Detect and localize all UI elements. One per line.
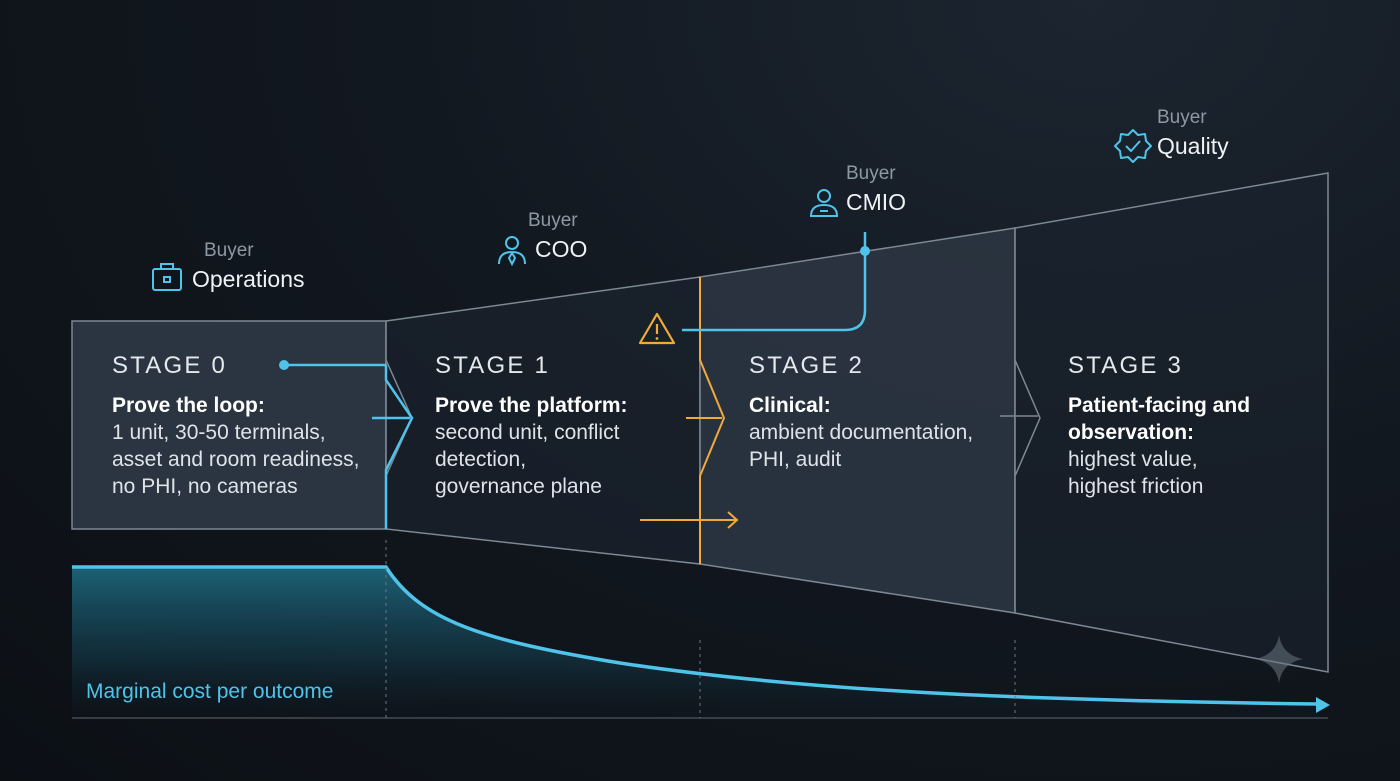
verified-badge-icon <box>1114 129 1152 163</box>
cost-line <box>72 565 1319 706</box>
sparkle-icon <box>1255 635 1303 683</box>
buyer-role: COO <box>535 236 587 262</box>
buyer-coo: Buyer COO <box>498 210 587 267</box>
buyer-caption: Buyer <box>1157 107 1207 128</box>
buyer-caption: Buyer <box>528 210 578 231</box>
stage-0-body-line: asset and room readiness, <box>112 448 359 471</box>
stage-2-body-line: PHI, audit <box>749 448 841 471</box>
buyer-caption: Buyer <box>846 163 896 184</box>
stage-0-body-line: 1 unit, 30-50 terminals, <box>112 421 326 444</box>
stage-1-title: STAGE 1 <box>435 352 550 379</box>
stage-2-title: STAGE 2 <box>749 352 864 379</box>
stage-2-heading: Clinical: <box>749 394 831 417</box>
stage-0-body-line: no PHI, no cameras <box>112 475 298 498</box>
buyer-caption: Buyer <box>204 240 254 261</box>
stage-0-text: STAGE 0 Prove the loop: 1 unit, 30-50 te… <box>112 352 359 498</box>
stage-panels <box>71 172 1329 673</box>
buyer-role: Quality <box>1157 133 1229 159</box>
cost-arrowhead <box>1316 697 1330 713</box>
buyer-operations: Buyer Operations <box>152 240 305 292</box>
stage-0-title: STAGE 0 <box>112 352 227 379</box>
person-icon <box>809 189 839 217</box>
person-tie-icon <box>498 236 526 267</box>
stage-1-body-line: second unit, conflict <box>435 421 620 444</box>
stage-3-heading: Patient-facing and <box>1068 394 1250 417</box>
stage-3-title: STAGE 3 <box>1068 352 1183 379</box>
buyer-role: Operations <box>192 266 305 292</box>
amber-chevron <box>699 277 726 564</box>
stage-0-heading: Prove the loop: <box>112 394 265 417</box>
stage-2-text: STAGE 2 Clinical: ambient documentation,… <box>749 352 973 471</box>
amber-connector <box>638 277 739 564</box>
cyan-connector <box>279 360 414 529</box>
stage-3-heading: observation: <box>1068 421 1194 444</box>
buyer-quality: Buyer Quality <box>1114 107 1229 163</box>
stage-3-panel <box>1014 172 1329 673</box>
buyer-cmio: Buyer CMIO <box>809 163 906 217</box>
stage-1-body-line: detection, <box>435 448 526 471</box>
stage-1-heading: Prove the platform: <box>435 394 628 417</box>
stage-3-body-line: highest value, <box>1068 448 1198 471</box>
stage-3-text: STAGE 3 Patient-facing and observation: … <box>1068 352 1250 498</box>
stage-3-body-line: highest friction <box>1068 475 1203 498</box>
cost-area <box>72 567 1318 718</box>
cost-label: Marginal cost per outcome <box>86 680 333 703</box>
stage-1-text: STAGE 1 Prove the platform: second unit,… <box>435 352 628 498</box>
cmio-connector <box>682 232 870 332</box>
stage-2-body-line: ambient documentation, <box>749 421 973 444</box>
cyan-chevron <box>384 365 414 529</box>
warning-triangle-icon <box>638 312 676 345</box>
chevron-2-3 <box>1014 359 1041 477</box>
stage-1-body-line: governance plane <box>435 475 602 498</box>
briefcase-icon <box>152 263 182 291</box>
cost-curve: Marginal cost per outcome <box>72 540 1330 719</box>
buyer-role: CMIO <box>846 189 906 215</box>
connector-dot-cmio <box>860 246 870 256</box>
